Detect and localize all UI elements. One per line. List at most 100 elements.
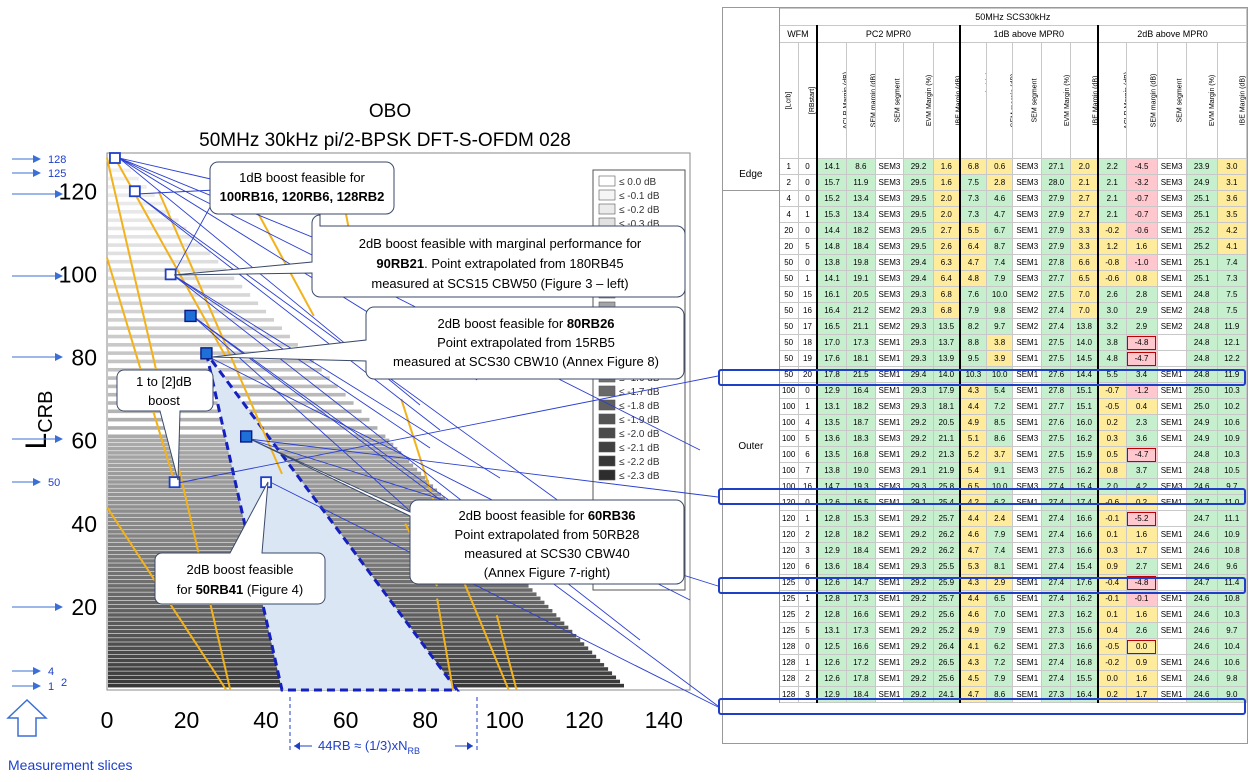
table-cell: 11.9	[1216, 366, 1247, 383]
table-cell: 7.5	[1216, 302, 1247, 319]
open-point	[168, 476, 181, 489]
table-cell: 29.5	[902, 222, 935, 239]
table-cell: 18.7	[845, 414, 876, 431]
legend-item: ≤ -1.9 dB	[619, 415, 660, 426]
table-cell: 15.7	[816, 174, 847, 191]
table-cell: 25.8	[933, 478, 961, 495]
table-cell: 27.4	[1041, 510, 1072, 527]
table-cell: 10.3	[1216, 382, 1247, 399]
table-cell: SEM3	[1156, 158, 1187, 175]
table-cell: 29.2	[902, 606, 935, 623]
callout-4-line1: 1 to [2]dB	[136, 374, 192, 389]
table-cell: 29.2	[902, 430, 935, 447]
table-cell: 100	[778, 478, 799, 495]
table-cell: 0	[797, 174, 818, 191]
table-cell: 4	[778, 190, 799, 207]
table-cell: 5.1	[958, 430, 988, 447]
svg-text:for 50RB41 (Figure 4): for 50RB41 (Figure 4)	[177, 582, 303, 597]
table-cell: 4.3	[958, 574, 988, 591]
table-cell: 10.0	[986, 366, 1014, 383]
table-cell: SEM1	[1012, 494, 1043, 511]
table-cell: 12.6	[816, 654, 847, 671]
table-cell: 10.4	[1216, 638, 1247, 655]
table-cell: 13.4	[845, 206, 876, 223]
table-cell: SEM2	[1012, 318, 1043, 335]
table-cell: 29.3	[902, 382, 935, 399]
legend-item: ≤ -2.1 dB	[619, 443, 660, 454]
table-cell: SEM1	[1156, 366, 1187, 383]
table-cell: 2.1	[1096, 174, 1127, 191]
table-cell: 19.3	[845, 478, 876, 495]
legend-swatch	[598, 175, 616, 187]
table-cell: 16.6	[1070, 542, 1099, 559]
table-cell: 7	[797, 462, 818, 479]
table-cell: 27.4	[1041, 558, 1072, 575]
table-cell: 2.0	[1096, 478, 1127, 495]
table-cell: 27.9	[1041, 190, 1072, 207]
column-header: SEM segment	[1156, 42, 1187, 159]
column-header: EVM Margin (%)	[902, 42, 935, 159]
table-cell: 27.9	[1041, 222, 1072, 239]
table-cell: 50	[778, 286, 799, 303]
table-cell: 4.7	[958, 542, 988, 559]
svg-text:90RB21. Point extrapolated fro: 90RB21. Point extrapolated from 180RB45	[376, 256, 623, 271]
table-cell: 25.6	[933, 670, 961, 687]
table-cell: 16.1	[816, 286, 847, 303]
column-header: SEM segment	[874, 42, 904, 159]
table-cell: 18.4	[845, 686, 876, 703]
table-cell: SEM2	[874, 318, 904, 335]
table-cell: 18.2	[845, 526, 876, 543]
table-cell: 16.2	[1070, 590, 1099, 607]
table-cell: 19.8	[845, 254, 876, 271]
table-cell: 14.1	[816, 158, 847, 175]
table-cell: SEM3	[1012, 430, 1043, 447]
table-cell: 9.7	[1216, 622, 1247, 639]
table-cell: 4.3	[958, 654, 988, 671]
table-cell: 28.0	[1041, 174, 1072, 191]
table-cell: 6.5	[958, 478, 988, 495]
table-cell: 27.5	[1041, 462, 1072, 479]
table-cell: SEM1	[874, 366, 904, 383]
table-cell: 27.4	[1041, 590, 1072, 607]
stripe-row	[108, 226, 187, 231]
slice-label: 1	[48, 681, 54, 693]
x-tick-label: 80	[412, 707, 438, 733]
table-cell: 120	[778, 558, 799, 575]
table-cell: SEM1	[874, 654, 904, 671]
chart-title-line1: OBO	[369, 101, 411, 122]
stripe-row	[108, 234, 195, 239]
callout-6-line2-end: (Figure 4)	[243, 582, 303, 597]
table-cell: 27.3	[1041, 638, 1072, 655]
table-cell: SEM3	[1156, 190, 1187, 207]
callout-50RB41: 2dB boost feasible for 50RB41 (Figure 4)	[154, 481, 326, 605]
callout-90RB21: 2dB boost feasible with marginal perform…	[173, 214, 686, 298]
table-cell: 0	[797, 222, 818, 239]
table-cell: SEM3	[874, 206, 904, 223]
table-cell: 20.5	[845, 286, 876, 303]
table-cell: 17.4	[1070, 494, 1099, 511]
table-cell: 8.2	[958, 318, 988, 335]
table-cell: 16.6	[845, 606, 876, 623]
table-cell: SEM1	[1012, 670, 1043, 687]
table-cell: 7.9	[986, 270, 1014, 287]
table-cell: 24.7	[1185, 510, 1218, 527]
table-cell: SEM3	[1012, 238, 1043, 255]
table-cell: SEM3	[874, 238, 904, 255]
table-cell: 100	[778, 446, 799, 463]
measurement-slices-label: Measurement slices	[8, 757, 133, 773]
table-cell: -0.7	[1096, 382, 1127, 399]
table-cell: 29.3	[902, 286, 935, 303]
table-cell: 0	[797, 638, 818, 655]
table-cell: 0.3	[1096, 542, 1127, 559]
row-group-label: Edge	[723, 158, 780, 191]
table-cell: 4.4	[958, 398, 988, 415]
up-arrow-icon	[6, 698, 48, 737]
table-cell: 21.5	[845, 366, 876, 383]
table-cell: 3.8	[1096, 334, 1127, 351]
table-cell: 2	[797, 670, 818, 687]
table-cell: 0.0	[1096, 670, 1127, 687]
table-cell: SEM1	[874, 334, 904, 351]
